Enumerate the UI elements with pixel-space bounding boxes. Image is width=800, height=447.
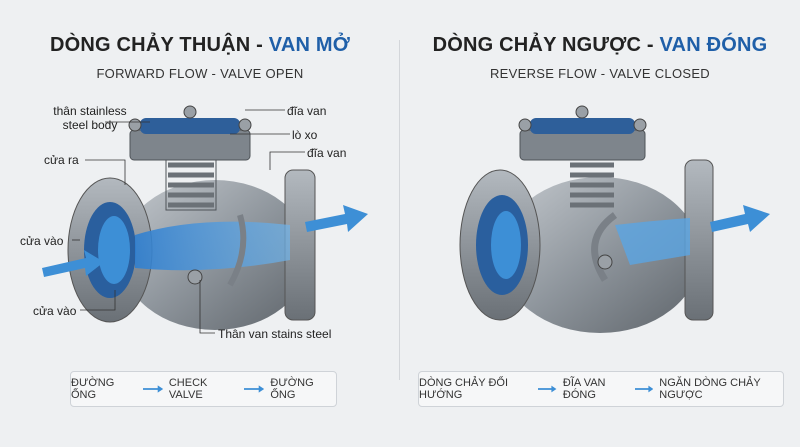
- reverse-flow-subtitle: REVERSE FLOW - VALVE CLOSED: [489, 66, 710, 81]
- bolt: [633, 118, 647, 132]
- flow-step-2: CHECK VALVE: [168, 377, 208, 401]
- valve-bonnet: [519, 129, 646, 161]
- label-bottom-body: Thân van stains steel: [218, 327, 332, 341]
- outlet-arrow: [305, 205, 368, 232]
- title-main: DÒNG CHẢY THUẬN -: [49, 34, 269, 56]
- valve-bonnet: [129, 129, 251, 161]
- label-spring: lò xo: [292, 128, 318, 142]
- valve-disc-closed: [591, 212, 618, 282]
- title-accent: VAN MỞ: [268, 34, 351, 56]
- panel-divider: [399, 40, 400, 380]
- forward-flow-stream: [135, 221, 290, 271]
- label-disc-1: đĩa van: [287, 104, 327, 118]
- leader-lines: [72, 109, 305, 334]
- arrow-right-icon: [244, 385, 265, 393]
- label-disc-2: đĩa van: [307, 146, 347, 160]
- bolt: [238, 118, 252, 132]
- arrow-right-icon: [142, 385, 163, 393]
- bonnet-cap: [140, 118, 240, 134]
- inlet-bore-inner: [491, 211, 521, 279]
- inlet-arrow: [42, 250, 104, 277]
- flow-step-1: ĐƯỜNG ỐNG: [71, 377, 115, 401]
- valve-body: [500, 177, 700, 333]
- flow-step-3: NGĂN DÒNG CHẢY NGƯỢC: [659, 377, 761, 401]
- forward-flow-title: DÒNG CHẢY THUẬN - VAN MỞ: [0, 34, 400, 57]
- flow-step-2: ĐĨA VAN ĐÓNG: [562, 377, 606, 401]
- label-inlet-2: cửa vào: [33, 304, 77, 318]
- reverse-arrow: [710, 205, 770, 232]
- reverse-flow-sequence: DÒNG CHẢY ĐỔI HƯỚNG ĐĨA VAN ĐÓNG NGĂN DÒ…: [418, 371, 784, 407]
- bolt: [518, 118, 532, 132]
- hinge-pin: [187, 269, 203, 285]
- label-body: thân stainless steel body: [53, 104, 127, 132]
- title-main: DÒNG CHẢY NGƯỢC -: [432, 34, 660, 56]
- title-accent: VAN ĐÓNG: [659, 34, 768, 56]
- forward-flow-subtitle: FORWARD FLOW - VALVE OPEN: [96, 66, 304, 81]
- forward-flow-panel: DÒNG CHẢY THUẬN - VAN MỞ FORWARD FLOW - …: [0, 34, 400, 407]
- valve-disc-open: [227, 214, 247, 287]
- reverse-flow-panel: DÒNG CHẢY NGƯỢC - VAN ĐÓNG REVERSE FLOW …: [400, 0, 800, 447]
- flow-step-1: DÒNG CHẢY ĐỔI HƯỚNG: [419, 377, 509, 401]
- forward-flow-sequence: ĐƯỜNG ỐNG CHECK VALVE ĐƯỜNG ỐNG: [70, 371, 337, 407]
- hinge-pin: [597, 254, 613, 270]
- reverse-flow-stream: [615, 218, 690, 265]
- closed-valve-illustration: [459, 105, 770, 333]
- inlet-bore-inner: [98, 216, 130, 284]
- spring: [168, 162, 214, 208]
- arrow-right-icon: [538, 385, 557, 393]
- bolt: [183, 105, 197, 119]
- label-outlet: cửa ra: [44, 153, 79, 167]
- spring: [570, 162, 614, 208]
- bolt: [575, 105, 589, 119]
- open-valve-illustration: [42, 105, 368, 334]
- flow-step-3: ĐƯỜNG ỐNG: [270, 377, 314, 401]
- spring-housing: [165, 159, 217, 211]
- bonnet-cap: [530, 118, 635, 134]
- label-inlet-1: cửa vào: [20, 234, 64, 248]
- arrow-right-icon: [634, 385, 654, 393]
- reverse-flow-title: DÒNG CHẢY NGƯỢC - VAN ĐÓNG: [400, 34, 800, 57]
